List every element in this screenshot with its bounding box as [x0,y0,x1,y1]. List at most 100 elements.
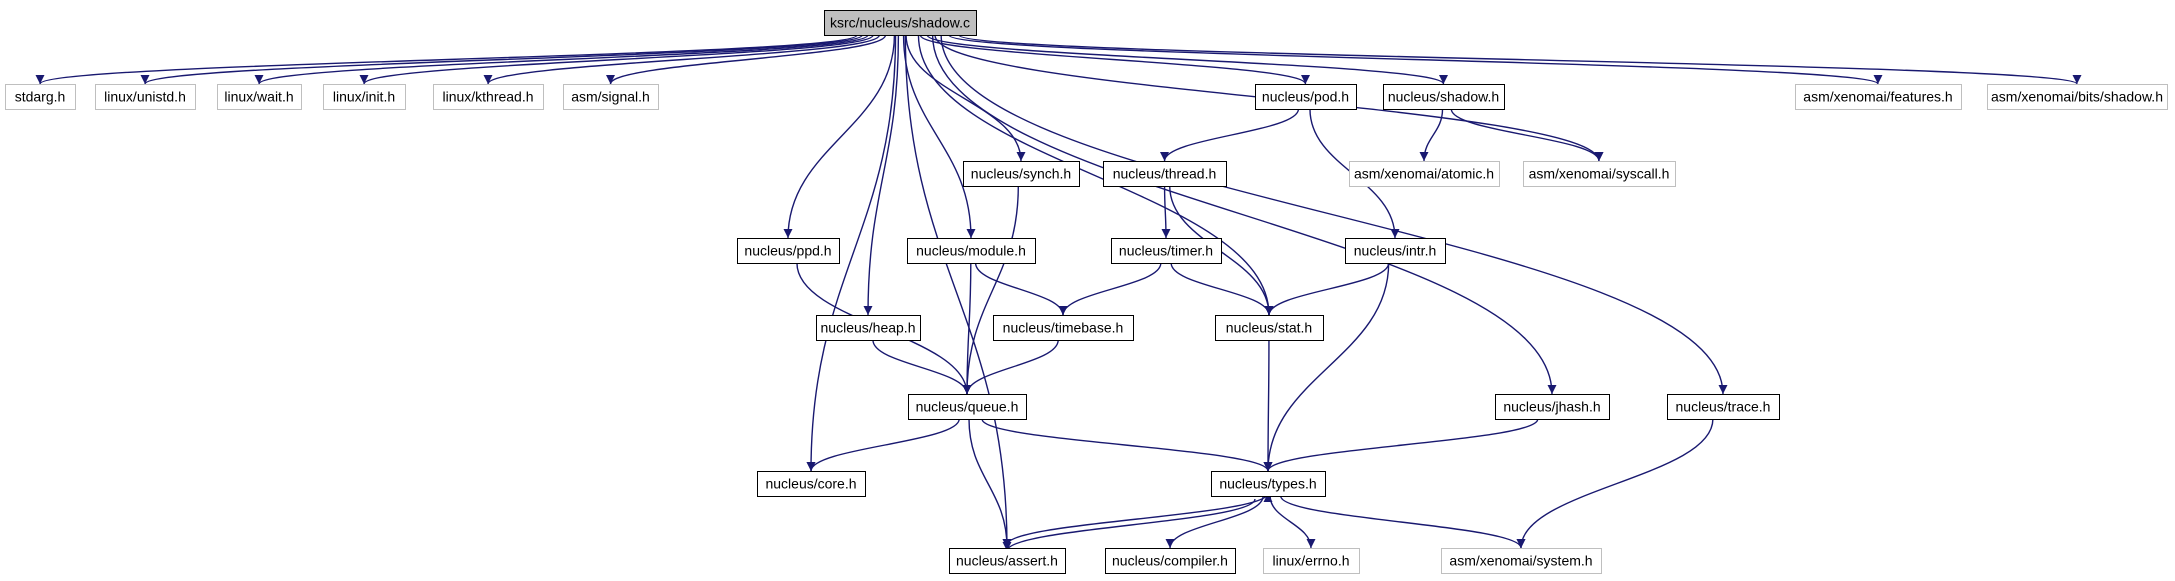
edge-nucleus_synch-to-nucleus_queue [962,185,1019,395]
node-label: asm/xenomai/features.h [1803,89,1952,105]
node-linux-errno: linux/errno.h [1263,548,1360,574]
node-label: nucleus/timebase.h [1003,320,1124,336]
edge-root-to-asm_features [948,34,1883,85]
node-nucleus-assert[interactable]: nucleus/assert.h [949,548,1066,574]
node-nucleus-heap[interactable]: nucleus/heap.h [816,315,921,341]
edge-nucleus_module-to-nucleus_timebase [974,262,1068,316]
node-nucleus-compiler[interactable]: nucleus/compiler.h [1105,548,1236,574]
edge-root-to-nucleus_module [902,34,976,239]
edge-nucleus_types-to-nucleus_assert [1002,498,1256,552]
node-label: asm/xenomai/syscall.h [1529,166,1670,182]
edge-root-to-linux_kthread [483,34,881,85]
node-nucleus-intr[interactable]: nucleus/intr.h [1345,238,1446,264]
node-box [1215,315,1324,341]
node-label: linux/errno.h [1272,553,1349,569]
node-box [1441,548,1602,574]
node-label: asm/xenomai/bits/shadow.h [1991,89,2163,105]
node-label: nucleus/trace.h [1676,399,1771,415]
edge-nucleus_queue-to-nucleus_core [806,418,960,472]
node-nucleus-thread[interactable]: nucleus/thread.h [1103,161,1227,187]
edge-nucleus_types-to-linux_errno [1269,495,1316,549]
node-box [1345,238,1446,264]
node-nucleus-module[interactable]: nucleus/module.h [907,238,1036,264]
node-nucleus-pod[interactable]: nucleus/pod.h [1255,84,1357,110]
edge-nucleus_types-to-asm_system [1279,495,1526,549]
edge-nucleus_stat-to-nucleus_types [1263,339,1273,472]
node-label: nucleus/thread.h [1113,166,1217,182]
edge-nucleus_trace-to-asm_system [1516,418,1714,549]
node-box [1667,394,1780,420]
node-box [1111,238,1222,264]
node-nucleus-timer[interactable]: nucleus/timer.h [1111,238,1222,264]
dependency-edges [35,34,2082,552]
node-label: nucleus/shadow.h [1388,89,1499,105]
edge-nucleus_module-to-nucleus_queue [962,262,972,395]
node-nucleus-core[interactable]: nucleus/core.h [757,471,866,497]
node-label: asm/signal.h [571,89,650,105]
node-asm-system: asm/xenomai/system.h [1441,548,1602,574]
node-label: linux/unistd.h [104,89,186,105]
edge-nucleus_timer-to-nucleus_timebase [1058,262,1162,316]
edge-root-to-nucleus_synch [905,34,1026,162]
node-nucleus-synch[interactable]: nucleus/synch.h [963,161,1080,187]
node-box [5,84,76,110]
edge-root-to-nucleus_heap [863,34,900,316]
edge-root-to-linux_unistd [140,34,863,85]
node-stdarg: stdarg.h [5,84,76,110]
edge-root-to-linux_init [359,34,874,85]
node-box [1795,84,1962,110]
node-label: linux/init.h [333,89,395,105]
edge-nucleus_intr-to-nucleus_types [1263,262,1390,472]
node-label: nucleus/assert.h [956,553,1058,569]
node-label: nucleus/heap.h [821,320,916,336]
node-root[interactable]: ksrc/nucleus/shadow.c [824,10,977,36]
node-label: nucleus/timer.h [1119,243,1213,259]
node-box [949,548,1066,574]
edge-nucleus_assert-to-nucleus_types [1006,492,1273,546]
node-label: ksrc/nucleus/shadow.c [830,15,970,31]
node-label: nucleus/stat.h [1226,320,1312,336]
node-asm-atomic: asm/xenomai/atomic.h [1349,161,1500,187]
edge-root-to-nucleus_stat [917,34,1274,316]
node-box [217,84,302,110]
node-box [1495,394,1610,420]
node-label: nucleus/core.h [765,476,856,492]
node-nucleus-stat[interactable]: nucleus/stat.h [1215,315,1324,341]
node-box [816,315,921,341]
node-box [993,315,1134,341]
edge-nucleus_thread-to-nucleus_timer [1161,185,1171,239]
node-box [757,471,866,497]
node-linux-kthread: linux/kthread.h [433,84,544,110]
node-label: nucleus/module.h [916,243,1026,259]
node-label: nucleus/pod.h [1262,89,1349,105]
node-asm-bits-shadow: asm/xenomai/bits/shadow.h [1987,84,2168,110]
edge-root-to-nucleus_jhash [931,34,1557,395]
node-box [1263,548,1360,574]
node-box [907,238,1036,264]
node-label: stdarg.h [15,89,66,105]
node-nucleus-jhash[interactable]: nucleus/jhash.h [1495,394,1610,420]
node-box [563,84,659,110]
edge-root-to-nucleus_assert [904,34,1012,549]
edge-root-to-asm_signal [606,34,887,85]
node-label: asm/xenomai/system.h [1449,553,1592,569]
node-box [1103,161,1227,187]
node-asm-features: asm/xenomai/features.h [1795,84,1962,110]
node-nucleus-shadow[interactable]: nucleus/shadow.h [1383,84,1505,110]
edge-root-to-linux_wait [254,34,869,85]
node-nucleus-ppd[interactable]: nucleus/ppd.h [737,238,840,264]
node-asm-syscall: asm/xenomai/syscall.h [1523,161,1676,187]
edge-nucleus_queue-to-nucleus_types [981,418,1273,472]
node-nucleus-timebase[interactable]: nucleus/timebase.h [993,315,1134,341]
node-label: nucleus/jhash.h [1503,399,1600,415]
edge-root-to-nucleus_trace [940,34,1728,395]
node-label: nucleus/types.h [1219,476,1316,492]
node-nucleus-types[interactable]: nucleus/types.h [1211,471,1326,497]
edge-nucleus_intr-to-nucleus_stat [1264,262,1390,316]
node-nucleus-queue[interactable]: nucleus/queue.h [908,394,1027,420]
node-nucleus-trace[interactable]: nucleus/trace.h [1667,394,1780,420]
edge-root-to-nucleus_pod [919,34,1310,85]
node-label: linux/wait.h [224,89,293,105]
node-label: nucleus/compiler.h [1112,553,1228,569]
